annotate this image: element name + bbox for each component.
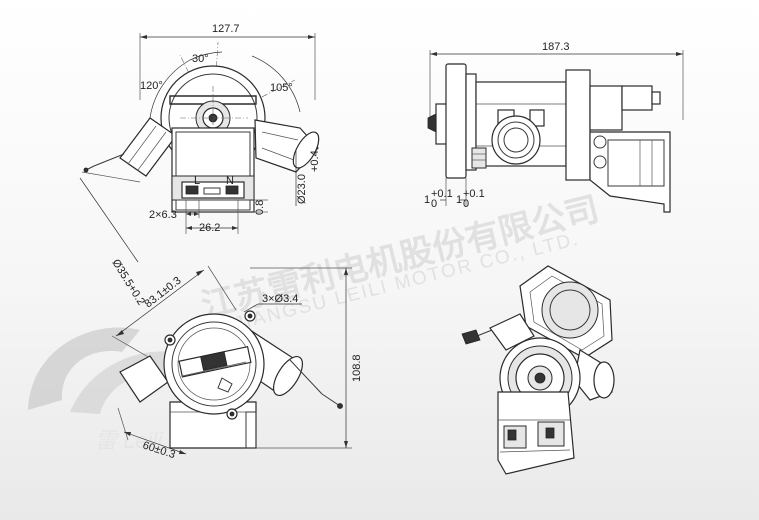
dim-pitch: 2×6.3 [149, 209, 177, 221]
dim-height: 108.8 [351, 354, 363, 382]
dim-angle-105: 105° [270, 82, 293, 94]
dim-span-262: 26.2 [199, 222, 220, 234]
side-view: 187.3 1 [424, 41, 684, 213]
dim-dia-355: Ø35.5+0.2 [109, 257, 147, 307]
dim-gap-08: 0.8 [254, 200, 266, 215]
dim-dia-23-tol: +0.4 [309, 150, 321, 172]
dim-side-tol-b-sup: +0.1 [463, 188, 485, 200]
dim-side-tol-a-sup: +0.1 [431, 188, 453, 200]
dim-angle-30: 30° [192, 53, 209, 65]
dim-side-tol-a: 1 [424, 194, 430, 206]
dim-side-tol-a-sub: 0 [431, 198, 437, 210]
dim-dia-23: Ø23.0 [296, 174, 308, 204]
dim-side-length: 187.3 [542, 41, 570, 53]
dim-top-diag: 83.1±0.3 [142, 275, 183, 311]
terminal-n-label: N [226, 175, 234, 187]
dim-angle-120: 120° [140, 80, 163, 92]
dim-holes: 3×Ø3.4 [262, 293, 298, 305]
terminal-l-label: L [194, 175, 200, 187]
rear-view: 108.8 83.1±0.3 3×Ø3.4 60±0.3 [111, 265, 363, 461]
dim-side-tol-b-sub: 0 [463, 198, 469, 210]
dim-side-tol-b: 1 [456, 194, 462, 206]
dim-front-width: 127.7 [212, 23, 240, 35]
isometric-view [461, 265, 615, 475]
